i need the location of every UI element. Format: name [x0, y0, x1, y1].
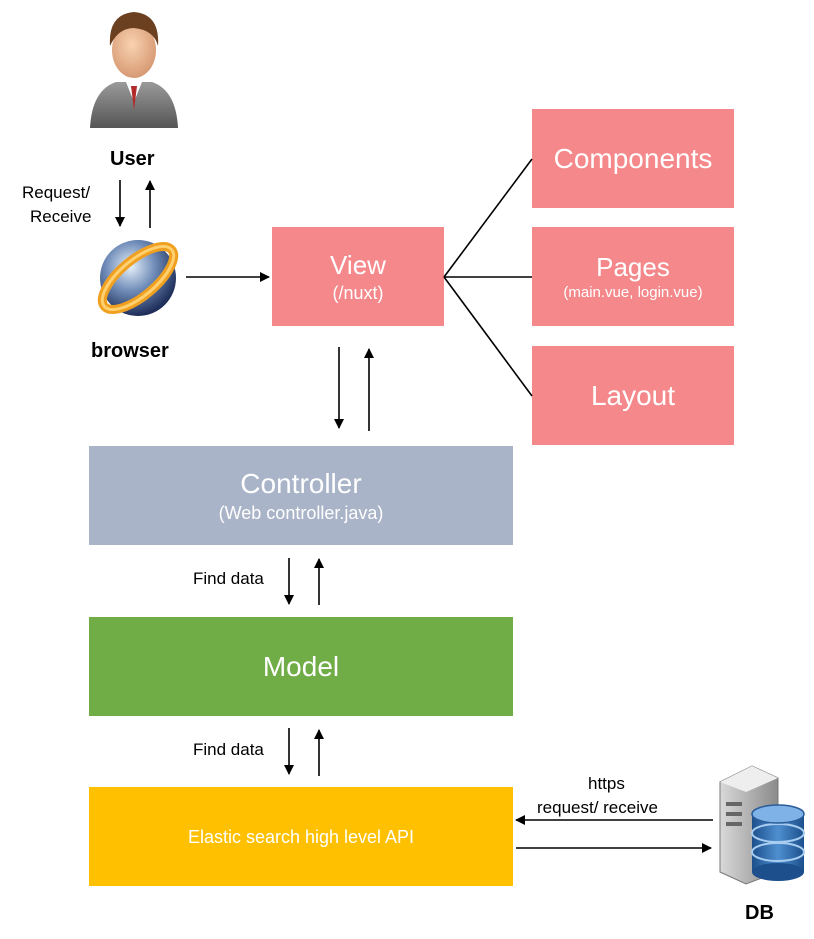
- view-to-layout-line: [443, 276, 533, 397]
- components-title: Components: [553, 142, 713, 174]
- pages-subtitle: (main.vue, login.vue): [563, 283, 703, 301]
- model-box: Model: [89, 617, 513, 716]
- https-label: https: [588, 774, 625, 793]
- layout-box: Layout: [532, 346, 734, 445]
- view-title: View: [330, 249, 386, 280]
- elastic-search-title: Elastic search high level API: [187, 826, 415, 847]
- controller-title: Controller: [240, 467, 362, 499]
- find-data-label-1: Find data: [193, 569, 264, 588]
- find-data-label-2: Find data: [193, 740, 264, 759]
- layout-title: Layout: [590, 379, 676, 411]
- db-label: DB: [745, 902, 774, 924]
- elastic-search-box: Elastic search high level API: [89, 787, 513, 886]
- pages-title: Pages: [596, 251, 670, 282]
- controller-subtitle: (Web controller.java): [218, 502, 384, 523]
- receive-label: Receive: [30, 207, 92, 226]
- pages-box: Pages (main.vue, login.vue): [532, 227, 734, 326]
- database-server-icon: [719, 765, 805, 885]
- request-label: Request/: [22, 183, 91, 202]
- user-avatar-icon: [90, 12, 178, 128]
- view-box: View (/nuxt): [272, 227, 444, 326]
- components-box: Components: [532, 109, 734, 208]
- browser-label: browser: [91, 340, 169, 362]
- view-to-components-line: [443, 158, 533, 278]
- model-title: Model: [262, 650, 340, 682]
- user-label: User: [110, 148, 155, 170]
- view-subtitle: (/nuxt): [332, 282, 384, 303]
- request-receive-label: request/ receive: [537, 798, 658, 817]
- browser-globe-icon: [97, 240, 179, 316]
- controller-box: Controller (Web controller.java): [89, 446, 513, 545]
